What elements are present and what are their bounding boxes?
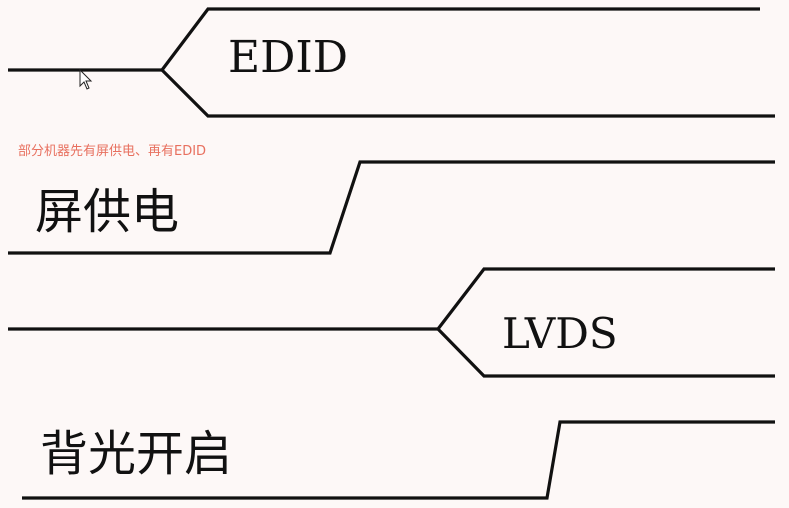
panel-power-signal: 屏供电 [8,160,775,255]
lvds-label: LVDS [502,309,618,358]
edid-signal: EDID [8,7,775,118]
annotation-note: 部分机器先有屏供电、再有EDID [18,144,206,159]
lvds-signal: LVDS [8,267,775,378]
panel-power-line [8,160,775,255]
edid-lower-line [160,68,775,118]
lvds-lower-line [436,327,775,378]
backlight-label: 背光开启 [40,426,232,482]
lvds-upper-line [436,267,775,330]
panel-power-label: 屏供电 [35,184,179,240]
edid-label: EDID [228,32,348,83]
edid-upper-line [160,7,760,71]
backlight-signal: 背光开启 [22,420,775,500]
backlight-line [22,420,775,500]
mouse-cursor-icon [79,68,93,90]
